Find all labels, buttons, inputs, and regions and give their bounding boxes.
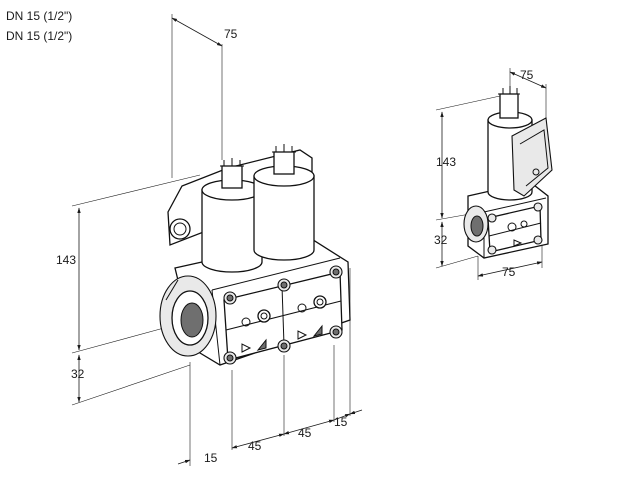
dim-height: 143: [56, 174, 201, 354]
single-valve-coil: [487, 86, 553, 201]
dim-bottom-15-right: 15: [334, 415, 348, 429]
flow-arrow-icon: [241, 343, 252, 353]
solenoid-coil-right: [253, 144, 315, 261]
dim-bottom-15-left: 15: [204, 451, 218, 465]
dim-width-right: 75: [477, 242, 543, 280]
dim-height-label: 143: [56, 253, 76, 267]
dim-bottom-45-left: 45: [248, 439, 262, 453]
dim-flange-label: 32: [71, 367, 85, 381]
flow-arrow-icon: [513, 239, 523, 247]
dim-flange-right-label: 32: [434, 233, 448, 247]
caption-line-1: DN 15 (1/2"): [6, 9, 73, 23]
dim-bottom-chain: 15 45 45 15: [177, 268, 363, 466]
dim-flange: 32: [71, 354, 191, 406]
dim-width-right-label: 75: [502, 265, 516, 279]
dim-bottom-45-right: 45: [298, 426, 312, 440]
dim-top-depth-right: 75: [509, 68, 547, 118]
dim-top-depth-right-label: 75: [520, 68, 534, 82]
dim-height-right-label: 143: [436, 155, 456, 169]
dim-top-depth-label: 75: [224, 27, 238, 41]
double-valve-drawing: 75 143 32 15 45 4: [56, 14, 363, 466]
dim-height-right: 143: [435, 95, 501, 221]
flow-arrow-icon: [297, 330, 308, 340]
connector-plug: [511, 117, 553, 197]
single-valve-body: [463, 181, 549, 259]
dim-top-depth: 75: [171, 14, 238, 178]
front-face: [223, 265, 343, 365]
solenoid-coil-left: [201, 158, 263, 273]
single-valve-drawing: 75 143 32 75: [434, 68, 553, 280]
dim-flange-right: 32: [434, 221, 479, 269]
caption-line-2: DN 15 (1/2"): [6, 29, 73, 43]
screw-set: [223, 265, 343, 365]
